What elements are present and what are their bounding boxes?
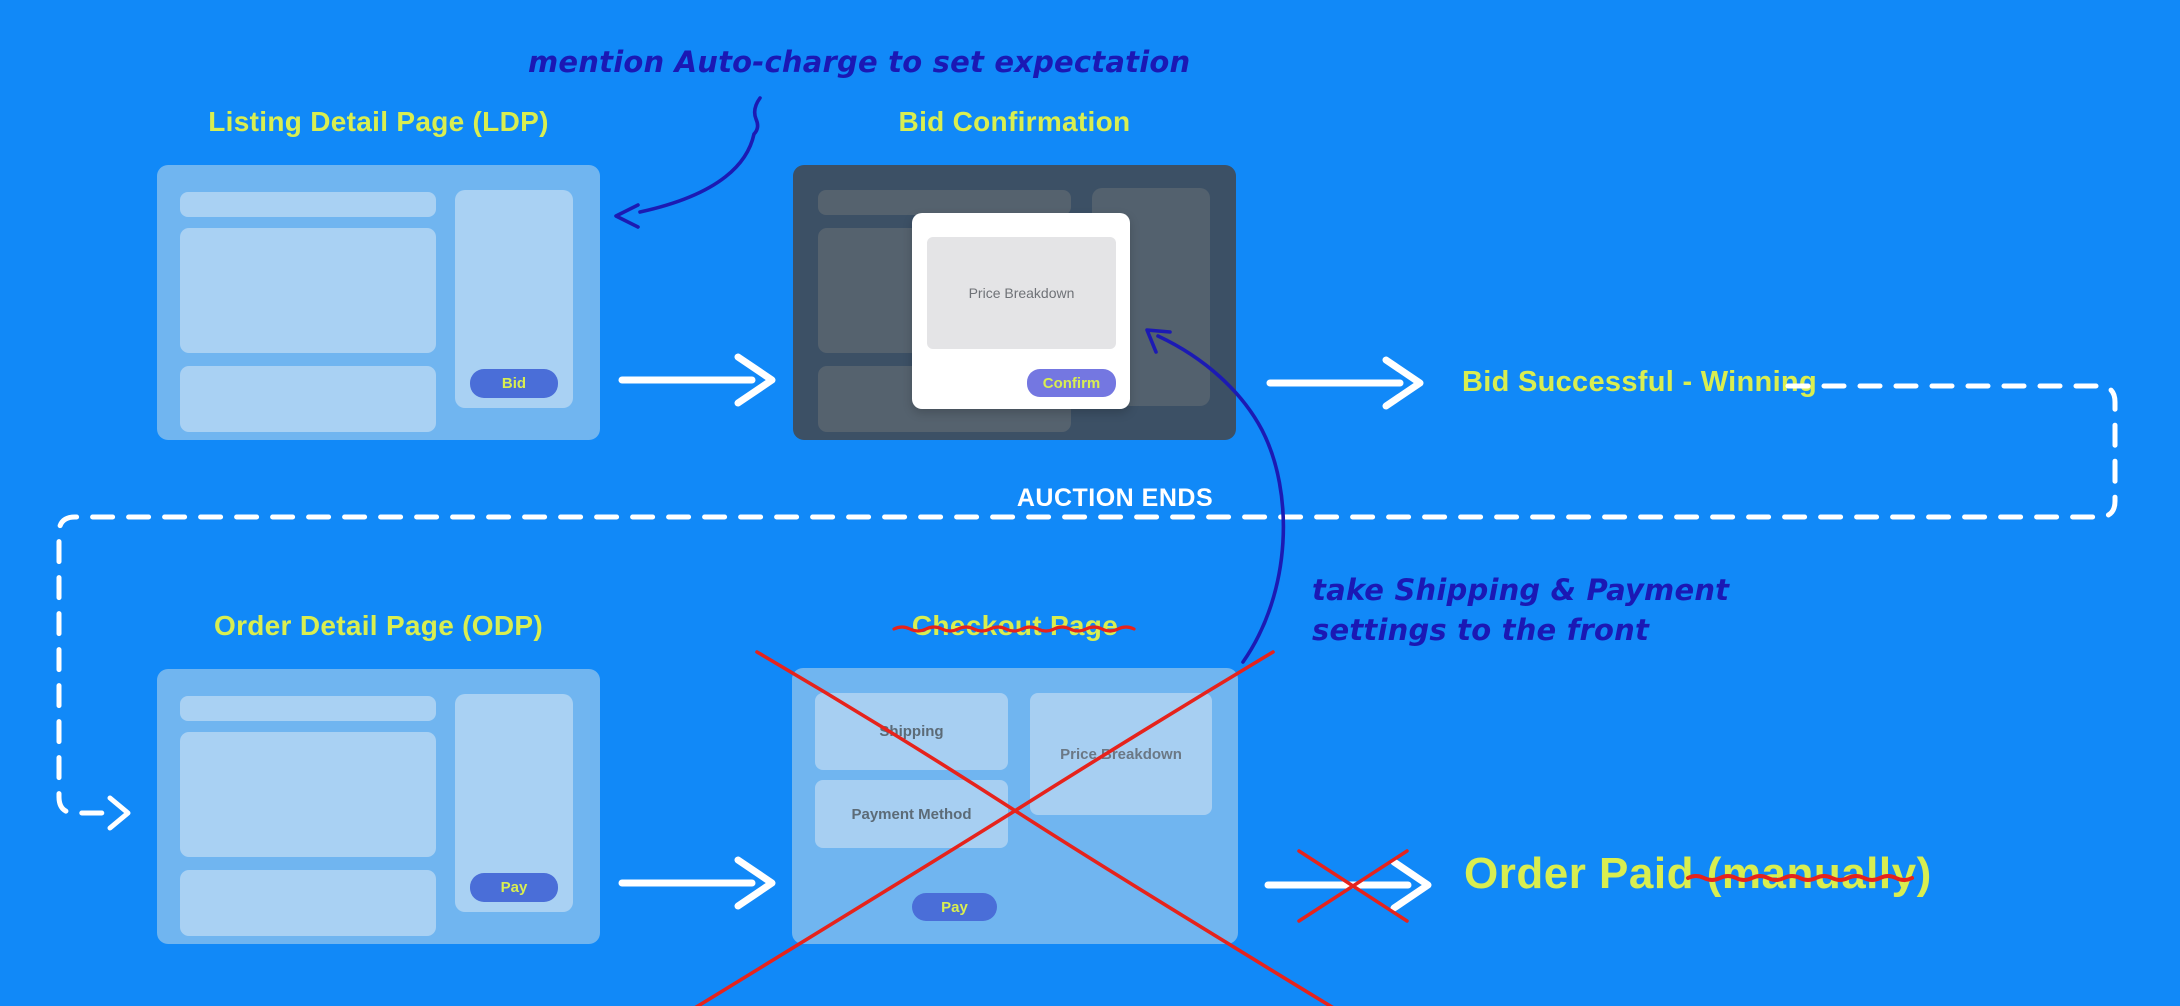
dashed-arrowhead-icon xyxy=(107,795,131,831)
annotation-line-2: settings to the front xyxy=(1312,613,1650,647)
odp-side-panel: Pay xyxy=(455,694,573,912)
odp-header-bar xyxy=(180,696,436,721)
confirm-button[interactable]: Confirm xyxy=(1027,369,1116,397)
price-breakdown-block: Price Breakdown xyxy=(1030,693,1212,815)
dimmed-header-bar xyxy=(818,190,1071,215)
bid-confirmation-title: Bid Confirmation xyxy=(898,106,1131,137)
ldp-wireframe: Bid xyxy=(157,165,600,440)
flow-arrow-ldp-to-confirmation xyxy=(618,353,776,407)
bid-confirmation-wireframe: Price Breakdown Confirm xyxy=(793,165,1236,440)
order-paid-label: Order Paid (manually) xyxy=(1464,849,1932,899)
ldp-title: Listing Detail Page (LDP) xyxy=(208,106,549,137)
flow-arrow-checkout-to-paid xyxy=(1264,858,1432,912)
arrow-cross-out-icon xyxy=(1297,849,1409,923)
checkout-title: Checkout Page xyxy=(911,610,1119,641)
order-paid-text: Order Paid xyxy=(1464,849,1694,898)
flow-arrow-odp-to-checkout xyxy=(618,856,776,910)
ldp-side-panel: Bid xyxy=(455,190,573,408)
shipping-block: Shipping xyxy=(815,693,1008,770)
price-breakdown-box: Price Breakdown xyxy=(927,237,1116,349)
odp-wireframe: Pay xyxy=(157,669,600,944)
pay-button-odp[interactable]: Pay xyxy=(470,873,558,902)
auction-ends-label: AUCTION ENDS xyxy=(1016,484,1214,512)
ldp-content-block xyxy=(180,228,436,353)
annotation-shipping-payment: take Shipping & Payment settings to the … xyxy=(1312,570,1729,650)
ldp-lower-block xyxy=(180,366,436,432)
odp-content-block xyxy=(180,732,436,857)
pay-button-checkout[interactable]: Pay xyxy=(912,893,997,921)
flow-arrow-confirmation-to-success xyxy=(1266,356,1424,410)
ldp-header-bar xyxy=(180,192,436,217)
bid-confirmation-modal: Price Breakdown Confirm xyxy=(912,213,1130,409)
bid-button[interactable]: Bid xyxy=(470,369,558,398)
payment-method-block: Payment Method xyxy=(815,780,1008,848)
odp-lower-block xyxy=(180,870,436,936)
annotation-arrow-auto-charge xyxy=(614,96,762,229)
order-paid-struck-text: (manually) xyxy=(1706,849,1932,898)
annotation-line-1: take Shipping & Payment xyxy=(1312,573,1730,607)
annotation-auto-charge: mention Auto-charge to set expectation xyxy=(528,45,1191,79)
checkout-wireframe: Shipping Payment Method Price Breakdown … xyxy=(792,668,1238,944)
odp-title: Order Detail Page (ODP) xyxy=(214,610,543,641)
bid-successful-label: Bid Successful - Winning xyxy=(1462,366,1817,398)
